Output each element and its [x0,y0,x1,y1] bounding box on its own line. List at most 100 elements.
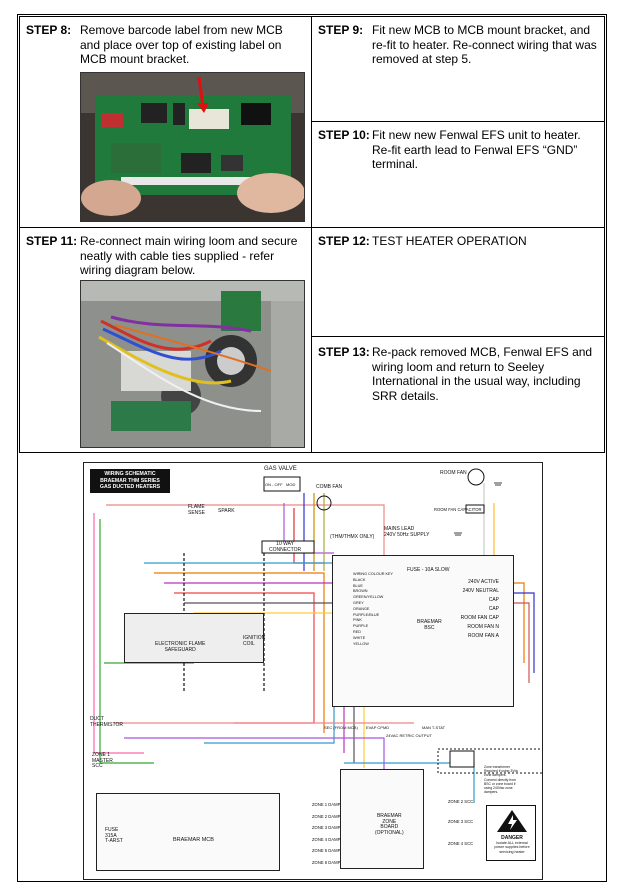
wire-colour-item: PINK [353,618,362,623]
step-label: STEP 13: [318,345,370,359]
bsc-terminal: ROOM FAN N [467,624,499,630]
fuse-mcb-line: FUSE [105,827,119,833]
wire-colour-item: RED [353,629,362,634]
step-label: STEP 8: [26,23,72,37]
mains-lead-line: MAINS LEAD [384,526,415,532]
zone-board-line: BRAEMAR [376,813,402,819]
gas-valve-label: GAS VALVE [264,466,297,472]
zone-transformer-note: Zone transformer Required if using 3Vdc … [484,765,518,794]
spark-label: SPARK [218,508,235,514]
step-text-line: MCB mount bracket. [80,52,190,66]
duct-thermistor-line: THERMISTOR [90,721,123,728]
fuse-mcb-line: T-ARST [105,838,123,844]
efs-board: ELECTRONIC FLAME SAFEGUARD IGNITION COIL [124,613,265,663]
transformer-note-line: Required if using 3Vdc [484,769,519,774]
bsc-line: BSC [424,624,435,631]
zone-board-line: BOARD [380,824,399,830]
transformer-note-line: zone dampers. [484,773,507,778]
mains-lead-label: MAINS LEAD 240V 50Hz SUPPLY [384,526,430,538]
schematic-title-line: GAS DUCTED HEATERS [99,484,161,490]
transformer-note-line: Zone transformer [484,765,511,769]
step-text-line: Fit new MCB to MCB mount bracket, and [372,23,591,37]
bsc-board: FUSE - 10A SLOW BRAEMAR BSC WIRING COLOU… [332,555,514,707]
danger-title: DANGER [501,835,523,841]
connector-line: 10 WAY [276,541,294,547]
transformer-note-line: dampers. [484,790,499,795]
step-text-line: International in the usual way, includin… [372,374,581,388]
step-label: STEP 12: [318,234,370,248]
wire-colour-item: ORANGE [353,606,370,611]
bsc-bottom-evap: EVAP CPMD [366,725,390,730]
step-text-line: Re-connect main wiring loom and secure [80,234,298,248]
wire-colour-item: PURPLE [353,624,369,629]
mcb-label: BRAEMAR MCB [173,837,214,843]
wire-colour-item: GREEN/YELLOW [353,595,384,600]
zone-damper-label: ZONE 3 DAMPER [312,825,347,830]
zone-damper-label: ZONE 2 DAMPER [312,813,347,819]
bsc-terminal: ROOM FAN A [467,633,499,639]
efs-line: ELECTRONIC FLAME [155,641,206,647]
bsc-bottom-24vac: 24VAC RETRIC OUTPUT [386,733,432,738]
flame-sense-line: FLAME [188,504,205,510]
zone-damper-label: ZONE 1 DAMPER [312,802,347,807]
zone-board-line: ZONE [382,818,397,825]
step-text-line: re-fit to heater. Re-connect wiring that… [372,37,597,52]
bsc-terminal: CAP [488,597,499,603]
step-text-line: neatly with cable ties supplied - refer [80,248,275,263]
schematic-title-line: BRAEMAR THM SERIES [100,477,160,484]
wiring-schematic: WIRING SCHEMATIC BRAEMAR THM SERIES GAS … [83,462,543,880]
step-text-line: and place over top of existing label on [80,37,282,52]
step-text-line: terminal. [372,157,419,171]
zone4-scc-label: ZONE 4 SCC [448,841,474,846]
mains-lead-line: 240V 50Hz SUPPLY [384,531,430,538]
zone-dampers-list: ZONE 1 DAMPER ZONE 2 DAMPER ZONE 3 DAMPE… [312,799,346,868]
step-text-line: SRR details. [372,388,439,403]
bsc-bottom-sec: SEC (FROM MCB) [324,725,358,730]
bsc-terminal: CAP [488,606,499,612]
wire-colour-item: BLACK [353,577,366,582]
room-fan-label: ROOM FAN [440,470,467,476]
bsc-terminal: ROOM FAN CAP [460,615,499,621]
zone-board: BRAEMAR ZONE BOARD (OPTIONAL) [340,769,424,869]
ignition-coil-line: COIL [243,640,255,647]
bsc-terminal: 240V NEUTRAL [462,588,499,594]
bsc-terminal: 240V ACTIVE [468,579,499,585]
flame-sense-label: FLAME SENSE [188,504,205,516]
wire-colour-item: PURPLE/BLUE [353,612,380,617]
duct-thermistor-label: DUCT THERMISTOR [90,716,123,728]
wire-colour-item: WIRING COLOUR KEY [353,572,394,576]
danger-line: power supplies before [494,845,530,849]
schematic-title-line: WIRING SCHEMATIC [104,471,156,477]
step-text-line: Remove barcode label from new MCB [80,23,283,37]
schematic-title: WIRING SCHEMATIC BRAEMAR THM SERIES GAS … [90,469,170,493]
wire-colour-item: BROWN [353,589,368,594]
wire-colour-item: BLUE [353,583,363,588]
step-label: STEP 11: [26,234,78,248]
mcb-board-photo [80,72,305,222]
mcb-board: FUSE 315A T-ARST BRAEMAR MCB [96,793,280,871]
bsc-terminal-labels: 240V ACTIVE 240V NEUTRAL CAP CAP ROOM FA… [461,578,499,641]
wire-colour-item: YELLOW [353,641,369,646]
zone2-scc-label: ZONE 2 SCC [448,799,474,804]
combfan-label: COMB FAN [316,484,343,490]
efs-line: SAFEGUARD [164,646,196,653]
zone-damper-label: ZONE 4 DAMPER [312,836,347,842]
fuse-slow-label: FUSE - 10A SLOW [407,567,450,573]
connector-line: CONNECTOR [269,546,302,553]
danger-text: DANGER Isolate ALL external power suppli… [487,836,537,854]
bsc-line: BRAEMAR [417,619,442,625]
wire-colour-key: WIRING COLOUR KEY BLACK BLUE BROWN GREEN… [353,572,393,647]
zone-damper-label: ZONE 5 DAMPER [312,848,347,853]
danger-line: servicing heater [499,849,525,854]
fuse-mcb-line: 315A [105,832,117,839]
zone3-scc-label: ZONE 3 SCC [448,819,474,824]
zone-board-line: (OPTIONAL) [375,829,404,836]
transformer-note-line: BSC or zone board if [484,781,516,786]
zone1-line: MASTER [92,757,113,764]
flame-sense-line: SENSE [188,509,205,516]
transformer-note-line: Connect directly from [484,777,517,782]
wire-colour-item: WHITE [353,635,366,640]
step-text-line: removed at step 5. [372,52,472,66]
danger-line: Isolate ALL external [496,840,528,845]
bsc-bottom-man-tstat: MAN T-STAT [422,725,446,730]
